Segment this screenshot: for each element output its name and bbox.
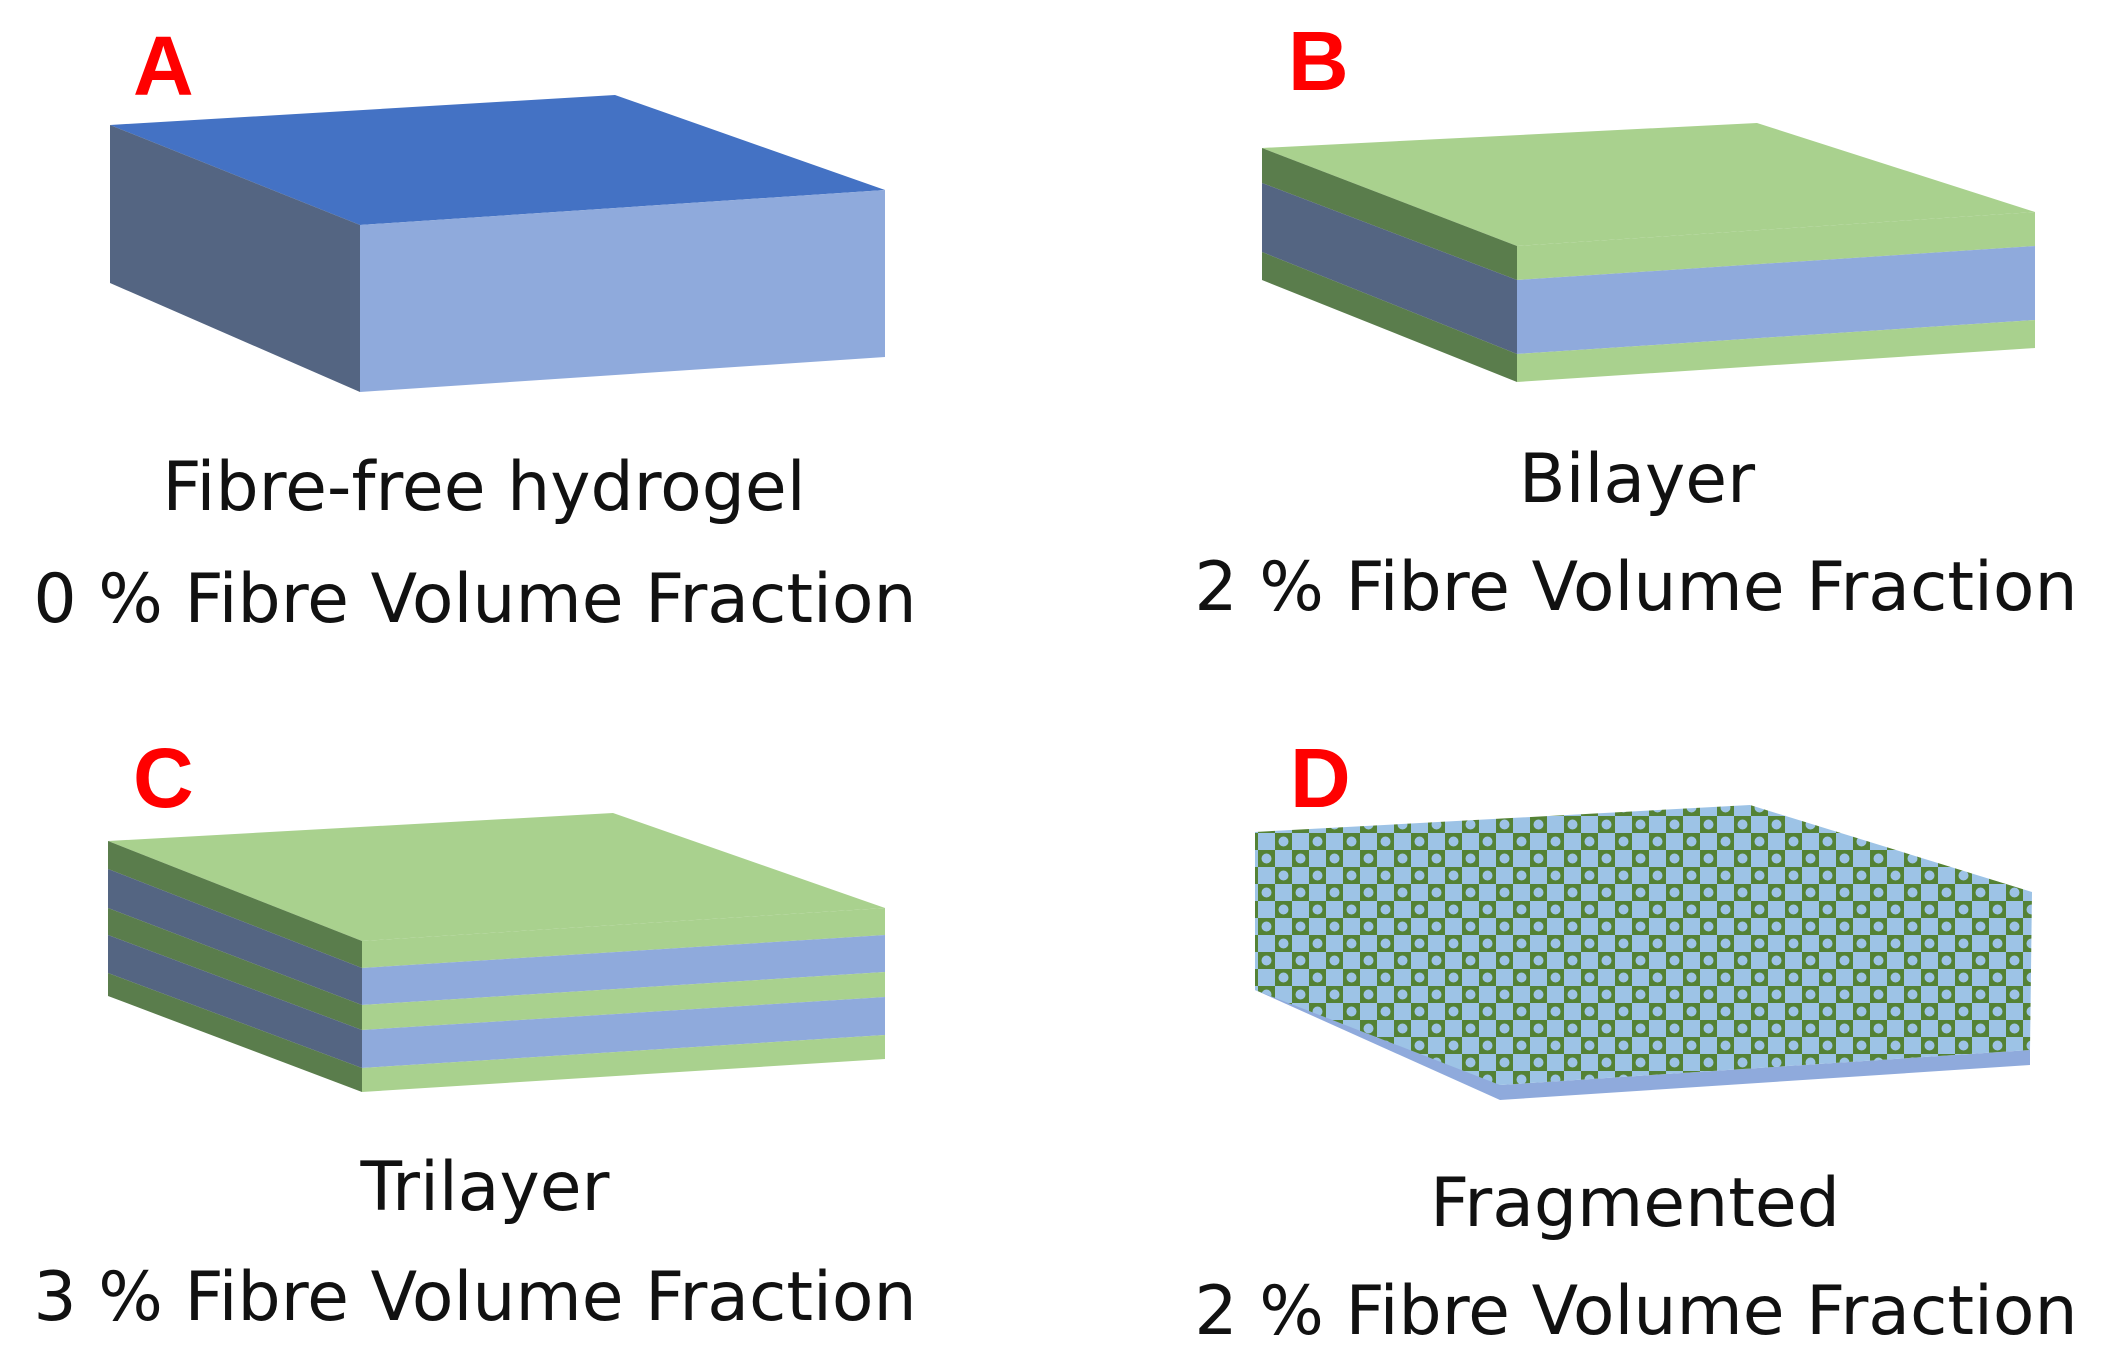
block-c-front-green-3 — [362, 1035, 885, 1092]
caption-a-title: Fibre-free hydrogel — [162, 448, 805, 527]
block-c-side-blue-2 — [108, 935, 362, 1068]
caption-c-title: Trilayer — [360, 1148, 610, 1227]
block-b-bilayer — [1262, 123, 2035, 382]
block-c-side-blue-1 — [108, 869, 362, 1005]
caption-b-title: Bilayer — [1519, 440, 1755, 519]
block-c-top-face — [108, 813, 885, 941]
panel-label-b: B — [1288, 14, 1349, 108]
panel-label-a: A — [133, 19, 194, 113]
block-b-front-green-top — [1517, 212, 2035, 280]
block-c-front-green-1 — [362, 908, 885, 968]
block-a-front-face — [360, 190, 885, 392]
block-c-trilayer — [108, 813, 885, 1092]
block-c-front-blue-1 — [362, 935, 885, 1005]
block-c-side-green-2 — [108, 908, 362, 1030]
block-c-front-blue-2 — [362, 997, 885, 1068]
block-b-front-blue — [1517, 246, 2035, 354]
block-c-front-green-2 — [362, 972, 885, 1030]
block-b-side-blue — [1262, 183, 1517, 354]
panel-label-d: D — [1290, 731, 1351, 825]
block-d-front-face — [1500, 1050, 2030, 1100]
block-b-top-face — [1262, 123, 2035, 246]
block-a-fibre-free — [110, 95, 885, 392]
caption-b-fraction: 2 % Fibre Volume Fraction — [1194, 548, 2077, 627]
caption-a-fraction: 0 % Fibre Volume Fraction — [33, 560, 916, 639]
caption-d-title: Fragmented — [1430, 1164, 1840, 1243]
block-b-side-green-bottom — [1262, 252, 1517, 382]
block-b-side-green-top — [1262, 148, 1517, 280]
block-a-top-face — [110, 95, 885, 225]
panel-label-c: C — [133, 731, 194, 825]
block-c-side-green-1 — [108, 841, 362, 968]
caption-c-fraction: 3 % Fibre Volume Fraction — [33, 1258, 916, 1337]
block-d-fragmented — [1255, 805, 2032, 1100]
block-c-side-green-3 — [108, 973, 362, 1092]
block-b-front-green-bottom — [1517, 320, 2035, 382]
block-d-textured-top — [1255, 805, 2032, 1085]
block-a-side-face — [110, 125, 360, 392]
caption-d-fraction: 2 % Fibre Volume Fraction — [1194, 1272, 2077, 1351]
